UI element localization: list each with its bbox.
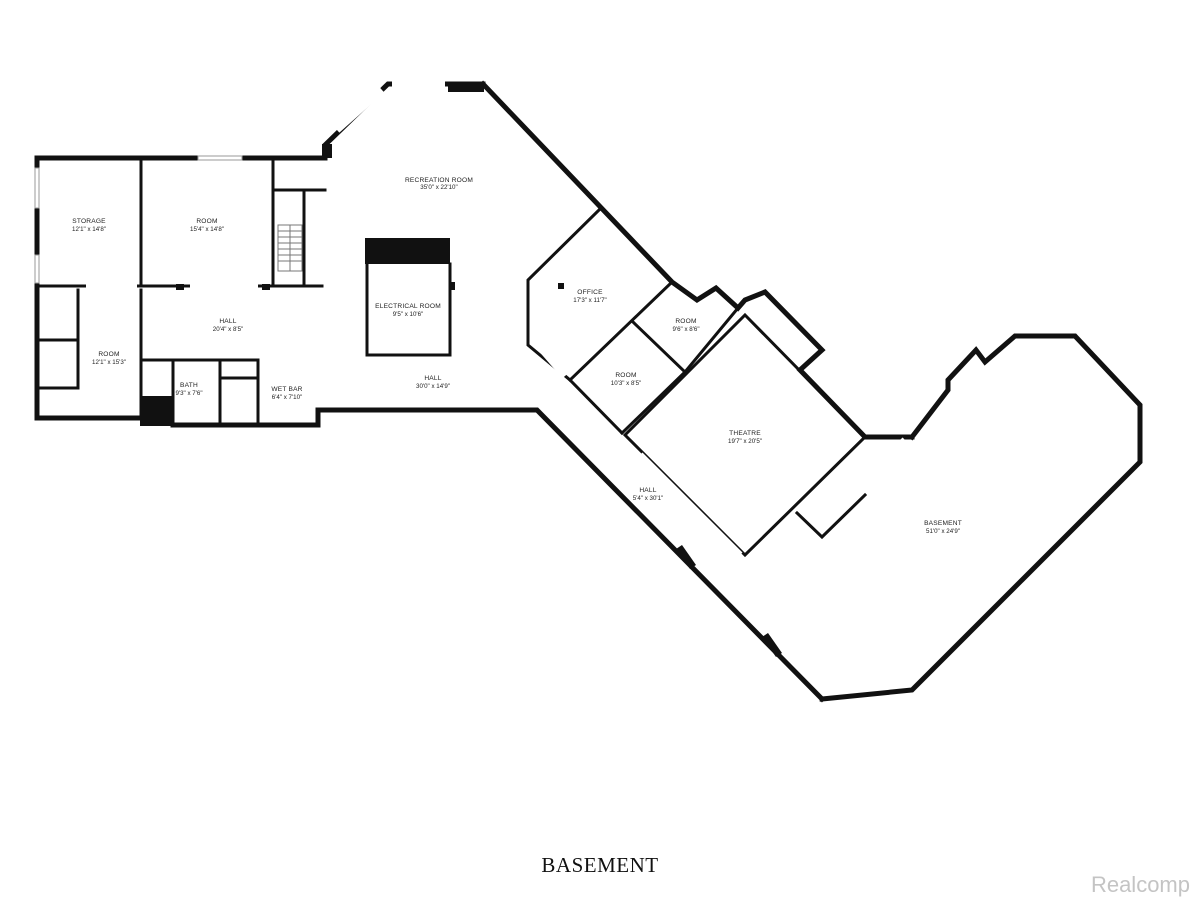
left-wing-walls [35, 158, 327, 427]
room-name-storage: STORAGE [72, 218, 106, 225]
room-name-hall-center: HALL [424, 375, 441, 382]
windows [34, 155, 243, 284]
room-dims-wet-bar: 6'4" x 7'10" [272, 394, 303, 401]
room-name-room-left: ROOM [98, 351, 119, 358]
electrical-room-walls [365, 238, 455, 357]
watermark: Realcomp [1090, 872, 1190, 897]
room-dims-office: 17'3" x 11'7" [573, 297, 606, 304]
room-name-wet-bar: WET BAR [271, 386, 302, 393]
wall-accents [322, 82, 782, 657]
room-name-recreation: RECREATION ROOM [405, 177, 473, 184]
room-dims-basement: 51'0" x 24'9" [926, 528, 960, 535]
room-name-theatre: THEATRE [729, 430, 761, 437]
openings [86, 80, 908, 558]
room-dims-electrical: 9'5" x 10'6" [393, 311, 424, 318]
room-dims-theatre: 19'7" x 20'5" [728, 438, 762, 445]
room-name-room-top: ROOM [196, 218, 217, 225]
room-dims-storage: 12'1" x 14'8" [72, 226, 106, 233]
level-title: BASEMENT [541, 853, 659, 877]
room-labels: RECREATION ROOM 35'0" x 22'10" STORAGE 1… [72, 177, 962, 535]
room-name-room-small-left: ROOM [615, 372, 636, 379]
room-name-room-small-right: ROOM [675, 318, 696, 325]
room-name-bath: BATH [180, 382, 198, 389]
room-dims-room-top: 15'4" x 14'8" [190, 226, 224, 233]
room-dims-bath: 9'3" x 7'6" [175, 390, 202, 397]
room-name-office: OFFICE [577, 289, 603, 296]
room-dims-hall-center: 30'0" x 14'9" [416, 383, 450, 390]
room-dims-hall-left: 20'4" x 8'5" [213, 326, 244, 333]
room-dims-room-small-left: 10'3" x 8'5" [611, 380, 642, 387]
room-dims-room-small-right: 9'6" x 8'6" [672, 326, 699, 333]
room-dims-hall-diagonal: 5'4" x 30'1" [633, 495, 664, 502]
room-name-hall-diagonal: HALL [639, 487, 656, 494]
room-dims-room-left: 12'1" x 15'3" [92, 359, 126, 366]
room-dims-recreation: 35'0" x 22'10" [420, 184, 457, 191]
staircase [277, 224, 303, 272]
room-name-electrical: ELECTRICAL ROOM [375, 303, 441, 310]
center-right-walls [526, 205, 914, 558]
room-name-basement: BASEMENT [924, 520, 962, 527]
room-name-hall-left: HALL [219, 318, 236, 325]
